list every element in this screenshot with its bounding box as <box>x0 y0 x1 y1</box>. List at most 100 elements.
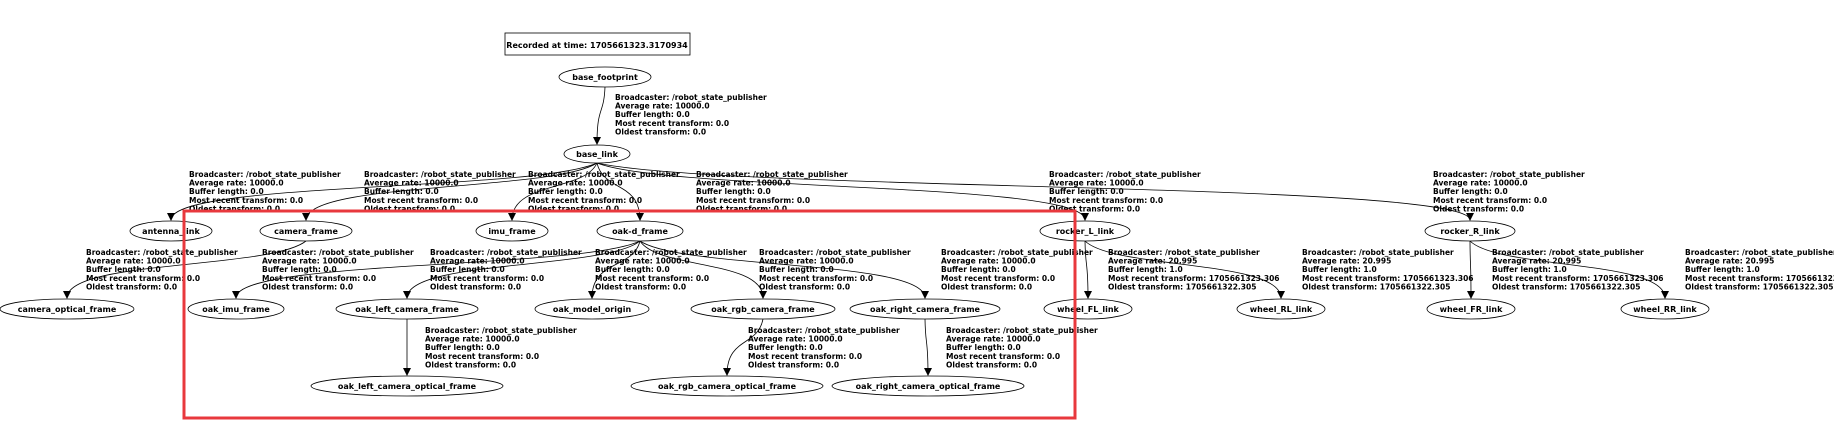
edge-label-line: Buffer length: 0.0 <box>364 187 439 196</box>
edge-label-line: Oldest transform: 0.0 <box>595 282 686 291</box>
edge-label-line: Broadcaster: /robot_state_publisher <box>189 170 341 179</box>
edge-arrow <box>596 162 1474 221</box>
node-label: oak_rgb_camera_optical_frame <box>658 382 797 391</box>
node-oak-right-camera-frame: oak_right_camera_frame <box>849 298 1001 320</box>
edge-arrow <box>593 86 606 145</box>
node-label: camera_frame <box>274 227 338 236</box>
node-ellipse <box>558 66 652 88</box>
edge-label-line: Most recent transform: 0.0 <box>941 274 1055 283</box>
edge-label-line: Oldest transform: 1705661322.305 <box>1302 282 1450 291</box>
node-oak-model-origin: oak_model_origin <box>534 298 650 320</box>
edge-label-line: Broadcaster: /robot_state_publisher <box>364 170 516 179</box>
node-ellipse <box>259 220 353 242</box>
edge-label-line: Most recent transform: 0.0 <box>595 274 709 283</box>
edge-label-line: Broadcaster: /robot_state_publisher <box>696 170 848 179</box>
edge-label-line: Average rate: 10000.0 <box>364 179 459 188</box>
node-wheel-RR-link: wheel_RR_link <box>1620 298 1710 320</box>
recorded-time-text: Recorded at time: 1705661323.3170934 <box>506 41 688 50</box>
node-label: oak_rgb_camera_frame <box>711 305 815 314</box>
node-oak-left-camera-optical-frame: oak_left_camera_optical_frame <box>310 375 504 397</box>
node-ellipse <box>1039 220 1131 242</box>
node-label: base_footprint <box>572 73 638 82</box>
edge-arrow <box>923 318 932 376</box>
node-ellipse <box>129 220 213 242</box>
edge-label-line: Most recent transform: 0.0 <box>189 196 303 205</box>
edge-label-line: Average rate: 10000.0 <box>189 179 284 188</box>
edge-arrow <box>639 240 929 299</box>
node-ellipse <box>1424 220 1516 242</box>
node-ellipse <box>831 375 1025 397</box>
edge-label-line: Most recent transform: 0.0 <box>528 196 642 205</box>
edge-arrow <box>1466 240 1475 299</box>
edge-label-line: Most recent transform: 0.0 <box>759 274 873 283</box>
edge-label-line: Most recent transform: 1705661323.306 <box>1108 274 1280 283</box>
edge-arrow <box>403 240 641 299</box>
edge-label-line: Average rate: 10000.0 <box>946 335 1041 344</box>
node-label: imu_frame <box>488 227 536 236</box>
edge-label-line: Broadcaster: /robot_state_publisher <box>748 326 900 335</box>
edge-label-line: Average rate: 10000.0 <box>941 257 1036 266</box>
edge-label-line: Oldest transform: 0.0 <box>696 204 787 213</box>
edge-label-line: Buffer length: 1.0 <box>1108 265 1183 274</box>
node-label: wheel_RR_link <box>1633 305 1697 314</box>
edge-label-line: Oldest transform: 1705661322.305 <box>1108 282 1256 291</box>
edge-label-line: Buffer length: 0.0 <box>615 110 690 119</box>
node-label: wheel_FL_link <box>1057 305 1119 314</box>
edge-arrow <box>232 240 641 299</box>
edge-label-line: Oldest transform: 0.0 <box>430 282 521 291</box>
edge-label-line: Most recent transform: 0.0 <box>262 274 376 283</box>
edge-label-line: Oldest transform: 1705661322.305 <box>1685 282 1833 291</box>
edge-label-line: Most recent transform: 1705661323.306 <box>1685 274 1834 283</box>
node-oak-rgb-camera-optical-frame: oak_rgb_camera_optical_frame <box>630 375 824 397</box>
edge-label-line: Buffer length: 0.0 <box>595 265 670 274</box>
node-label: wheel_RL_link <box>1250 305 1313 314</box>
edge-label-line: Average rate: 20.995 <box>1492 257 1581 266</box>
edge-label-line: Average rate: 10000.0 <box>595 257 690 266</box>
edge-label-line: Broadcaster: /robot_state_publisher <box>1108 248 1260 257</box>
edge-label-line: Most recent transform: 1705661323.306 <box>1492 274 1664 283</box>
edge-arrow <box>1469 240 1669 299</box>
node-ellipse <box>563 144 631 164</box>
edge-label-line: Most recent transform: 0.0 <box>946 352 1060 361</box>
edge-label-line: Most recent transform: 1705661323.306 <box>1302 274 1474 283</box>
edge-label-line: Broadcaster: /robot_state_publisher <box>941 248 1093 257</box>
node-wheel-FL-link: wheel_FL_link <box>1043 298 1133 320</box>
edge-label-line: Average rate: 20.995 <box>1108 257 1197 266</box>
edge-label-line: Average rate: 10000.0 <box>262 257 357 266</box>
node-ellipse <box>187 298 285 320</box>
edge-arrow <box>63 240 307 299</box>
node-camera-optical-frame: camera_optical_frame <box>0 298 135 320</box>
edge-label-line: Average rate: 10000.0 <box>528 179 623 188</box>
node-wheel-RL-link: wheel_RL_link <box>1236 298 1326 320</box>
edge-label-line: Buffer length: 1.0 <box>1492 265 1567 274</box>
edge-arrow <box>596 162 1089 221</box>
edge-label-line: Most recent transform: 0.0 <box>615 119 729 128</box>
node-label: antenna_link <box>142 227 200 236</box>
node-base-link: base_link <box>563 144 631 164</box>
edge-label-line: Oldest transform: 0.0 <box>1433 204 1524 213</box>
node-label: rocker_R_link <box>1440 227 1500 236</box>
edge-label-line: Oldest transform: 0.0 <box>759 282 850 291</box>
node-label: oak_right_camera_frame <box>870 305 981 314</box>
edge-arrow <box>596 162 644 221</box>
node-wheel-FR-link: wheel_FR_link <box>1426 298 1516 320</box>
edge-label-line: Buffer length: 0.0 <box>262 265 337 274</box>
edge-label-line: Average rate: 20.995 <box>1685 257 1774 266</box>
node-oak-rgb-camera-frame: oak_rgb_camera_frame <box>690 298 836 320</box>
node-ellipse <box>630 375 824 397</box>
edge-label-line: Oldest transform: 0.0 <box>941 282 1032 291</box>
edge-label-line: Broadcaster: /robot_state_publisher <box>262 248 414 257</box>
edge-label-line: Buffer length: 1.0 <box>1685 265 1760 274</box>
edge-label-line: Most recent transform: 0.0 <box>364 196 478 205</box>
edge-label-line: Oldest transform: 0.0 <box>189 204 280 213</box>
edge-label-line: Average rate: 10000.0 <box>696 179 791 188</box>
edge-label-line: Buffer length: 0.0 <box>430 265 505 274</box>
node-imu-frame: imu_frame <box>475 220 549 242</box>
